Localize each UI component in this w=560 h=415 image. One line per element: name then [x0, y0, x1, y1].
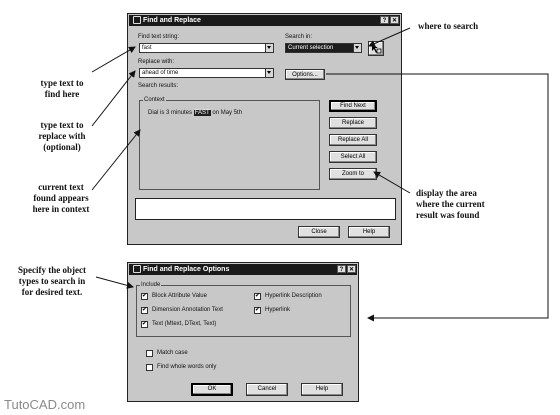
- option-text[interactable]: ✔ Text (Mtext, DText, Text): [141, 320, 241, 329]
- annotation-line: where the current: [416, 199, 485, 209]
- whole-words-label: Find whole words only: [157, 364, 217, 370]
- app-icon: [133, 265, 141, 274]
- checkbox-unchecked[interactable]: [146, 364, 153, 371]
- annotation-type-find: type text to find here: [18, 78, 106, 100]
- option-label: Hyperlink Description: [265, 293, 322, 299]
- annotation-line: where to search: [418, 21, 479, 31]
- annotation-line: type text to: [40, 120, 84, 130]
- chevron-down-icon[interactable]: [265, 69, 273, 77]
- find-replace-titlebar[interactable]: Find and Replace ? ✕: [129, 15, 400, 26]
- replace-with-value: ahead of time: [142, 70, 179, 76]
- option-hyperlink-description[interactable]: ✔ Hyperlink Description: [254, 292, 349, 301]
- replace-with-input[interactable]: ahead of time: [139, 68, 274, 78]
- help-button[interactable]: Help: [348, 226, 390, 238]
- annotation-line: here in context: [32, 204, 90, 214]
- status-bar: [135, 198, 396, 220]
- options-titlebar[interactable]: Find and Replace Options ? ✕: [129, 264, 357, 275]
- annotation-line: types to search in: [18, 276, 86, 286]
- chevron-down-icon[interactable]: [353, 44, 361, 52]
- options-button[interactable]: Options...: [285, 69, 325, 80]
- annotation-specify: Specify the object types to search in fo…: [2, 265, 102, 298]
- checkbox-checked[interactable]: ✔: [141, 307, 148, 314]
- match-case-option[interactable]: Match case: [146, 349, 226, 358]
- option-label: Block Attribute Value: [152, 293, 207, 299]
- option-block-attribute[interactable]: ✔ Block Attribute Value: [141, 292, 241, 301]
- option-hyperlink[interactable]: ✔ Hyperlink: [254, 306, 349, 315]
- find-replace-title: Find and Replace: [143, 17, 201, 24]
- select-objects-button[interactable]: [368, 41, 384, 56]
- checkbox-unchecked[interactable]: [146, 350, 153, 357]
- search-in-value: Current selection: [288, 45, 334, 51]
- zoom-to-button[interactable]: Zoom to: [329, 168, 377, 180]
- include-group: Include ✔ Block Attribute Value ✔ Dimens…: [136, 281, 351, 337]
- option-label: Dimension Annotation Text: [152, 307, 223, 313]
- help-icon[interactable]: ?: [337, 265, 346, 273]
- ok-button[interactable]: OK: [191, 383, 233, 396]
- checkbox-checked[interactable]: ✔: [141, 321, 148, 328]
- annotation-line: (optional): [43, 142, 81, 152]
- whole-words-option[interactable]: Find whole words only: [146, 363, 246, 372]
- replace-with-label: Replace with:: [138, 59, 175, 65]
- help-button[interactable]: Help: [301, 383, 343, 396]
- annotation-line: found appears: [33, 193, 89, 203]
- annotation-line: display the area: [416, 188, 477, 198]
- context-label: Context: [143, 96, 166, 104]
- close-icon[interactable]: ✕: [347, 265, 356, 273]
- annotation-line: replace with: [38, 131, 86, 141]
- option-dimension-annotation[interactable]: ✔ Dimension Annotation Text: [141, 306, 241, 315]
- annotation-current-text: current text found appears here in conte…: [12, 182, 110, 215]
- annotation-line: type text to: [40, 78, 84, 88]
- replace-button[interactable]: Replace: [329, 117, 377, 129]
- include-label: Include: [140, 281, 162, 289]
- app-icon: [133, 16, 141, 25]
- checkbox-checked[interactable]: ✔: [254, 293, 261, 300]
- annotation-line: current text: [38, 182, 84, 192]
- annotation-line: Specify the object: [18, 265, 86, 275]
- cancel-button[interactable]: Cancel: [246, 383, 288, 396]
- chevron-down-icon[interactable]: [265, 44, 273, 52]
- context-group: Context Dial is 3 minutes FAST on May 5t…: [139, 96, 320, 190]
- context-match: FAST: [193, 110, 211, 116]
- find-next-button[interactable]: Find Next: [329, 100, 377, 112]
- help-icon[interactable]: ?: [380, 16, 389, 24]
- context-before: Dial is 3 minutes: [148, 110, 194, 116]
- close-button[interactable]: Close: [298, 226, 340, 238]
- option-label: Text (Mtext, DText, Text): [152, 321, 217, 327]
- search-results-label: Search results:: [138, 83, 179, 89]
- watermark: TutoCAD.com: [4, 397, 86, 412]
- annotation-line: for desired text.: [21, 287, 83, 297]
- select-all-button[interactable]: Select All: [329, 151, 377, 163]
- checkbox-checked[interactable]: ✔: [254, 307, 261, 314]
- annotation-type-replace: type text to replace with (optional): [18, 120, 106, 153]
- annotation-display-area: display the area where the current resul…: [416, 188, 485, 221]
- search-in-label: Search in:: [285, 34, 313, 40]
- option-label: Hyperlink: [265, 307, 291, 313]
- annotation-line: find here: [44, 89, 80, 99]
- match-case-label: Match case: [157, 350, 188, 356]
- replace-all-button[interactable]: Replace All: [329, 134, 377, 146]
- close-icon[interactable]: ✕: [390, 16, 399, 24]
- find-replace-dialog: Find and Replace ? ✕ Find text string: f…: [127, 13, 402, 245]
- annotation-where-to-search: where to search: [418, 21, 478, 32]
- context-after: on May 5th: [210, 110, 243, 116]
- find-text-input[interactable]: fast: [139, 43, 274, 53]
- options-title: Find and Replace Options: [143, 266, 230, 273]
- find-text-label: Find text string:: [138, 34, 180, 40]
- annotation-line: result was found: [416, 210, 480, 220]
- search-in-select[interactable]: Current selection: [285, 43, 362, 53]
- find-text-value: fast: [142, 45, 152, 51]
- options-dialog: Find and Replace Options ? ✕ Include ✔ B…: [127, 262, 359, 402]
- checkbox-checked[interactable]: ✔: [141, 293, 148, 300]
- context-text: Dial is 3 minutes FAST on May 5th: [148, 109, 242, 117]
- select-objects-icon: [372, 44, 382, 54]
